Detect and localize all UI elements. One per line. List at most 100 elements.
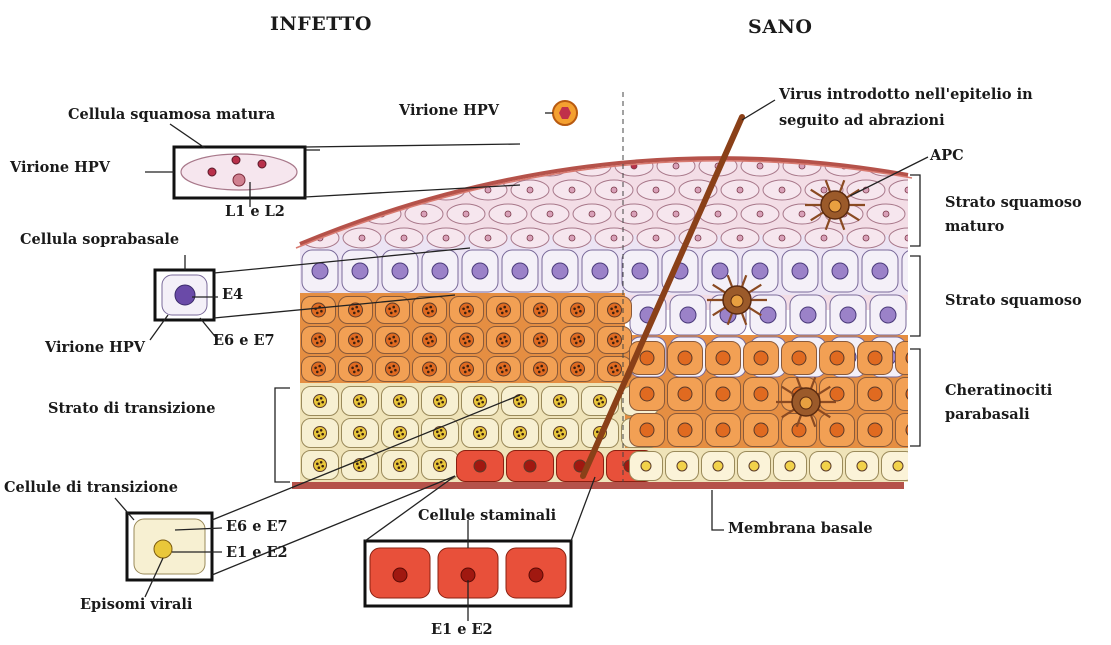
squamous-nucleus (569, 139, 575, 145)
inset-transition-nucleus (154, 540, 172, 558)
infected-parabasal-episome (542, 310, 545, 313)
infected-parabasal-episome (464, 312, 467, 315)
squamous-nucleus (653, 187, 659, 193)
leader-virus-abrasion (742, 100, 775, 120)
healthy-squamous-nucleus (920, 307, 936, 323)
squamous-nucleus (757, 163, 763, 169)
infected-parabasal-episome (616, 340, 619, 343)
squamous-nucleus (779, 235, 785, 241)
infected-parabasal-episome (314, 337, 317, 340)
infected-parabasal-episome (388, 307, 391, 310)
transition-episome (560, 429, 563, 432)
inset-suprabasal-nucleus (175, 285, 195, 305)
transition-episome (316, 399, 319, 402)
transition-episome (361, 433, 364, 436)
transition-episome (476, 431, 479, 434)
transition-nucleus (554, 395, 567, 408)
healthy-parabasal-nucleus (906, 387, 920, 401)
transition-nucleus (394, 427, 407, 440)
label-virus-abrasion-1: Virus introdotto nell'epitelio in (779, 87, 1033, 104)
squamous-nucleus (527, 235, 533, 241)
transition-episome (400, 429, 403, 432)
suprabasal-nucleus (552, 263, 568, 279)
healthy-squamous-nucleus (760, 307, 776, 323)
suprabasal-nucleus (632, 263, 648, 279)
transition-episome (358, 434, 361, 437)
transition-episome (401, 401, 404, 404)
infected-parabasal-episome (394, 340, 397, 343)
transition-episome (600, 397, 603, 400)
squamous-cell (553, 132, 591, 152)
infected-parabasal-episome (351, 337, 354, 340)
healthy-parabasal-nucleus (830, 351, 844, 365)
leader-basal-membrane (712, 490, 724, 530)
infected-parabasal-episome (464, 342, 467, 345)
transition-nucleus (474, 427, 487, 440)
infected-parabasal-episome (314, 366, 317, 369)
stem-nucleus (524, 460, 536, 472)
infected-parabasal-episome (503, 365, 506, 368)
transition-episome (401, 433, 404, 436)
healthy-squamous-nucleus (840, 307, 856, 323)
infected-parabasal-nucleus (349, 362, 363, 376)
healthy-basal-nucleus (857, 461, 867, 471)
healthy-parabasal-nucleus (640, 423, 654, 437)
infected-parabasal-episome (612, 371, 615, 374)
transition-episome (321, 401, 324, 404)
squamous-nucleus (485, 235, 491, 241)
transition-episome (478, 402, 481, 405)
transition-nucleus (314, 459, 327, 472)
healthy-parabasal-nucleus (754, 387, 768, 401)
infected-parabasal-nucleus (349, 333, 363, 347)
bracket-parabasal (910, 349, 920, 446)
squamous-nucleus (421, 211, 427, 217)
transition-episome (361, 465, 364, 468)
healthy-parabasal-nucleus (792, 351, 806, 365)
infected-parabasal-episome (392, 306, 395, 309)
transition-episome (396, 399, 399, 402)
transition-episome (520, 429, 523, 432)
squamous-nucleus (401, 139, 407, 145)
transition-episome (398, 402, 401, 405)
infected-parabasal-episome (355, 336, 358, 339)
infected-parabasal-episome (462, 366, 465, 369)
healthy-basal-nucleus (749, 461, 759, 471)
transition-episome (516, 431, 519, 434)
infected-parabasal-episome (536, 307, 539, 310)
infected-parabasal-episome (353, 371, 356, 374)
infected-parabasal-nucleus (423, 362, 437, 376)
apc-nucleus (731, 295, 743, 307)
squamous-nucleus (925, 211, 931, 217)
basal-membrane (292, 482, 904, 489)
label-virion-bottom: Virione HPV (45, 340, 145, 357)
healthy-basal-nucleus (641, 461, 651, 471)
infected-parabasal-episome (538, 342, 541, 345)
infected-parabasal-episome (614, 336, 617, 339)
squamous-nucleus (527, 139, 533, 145)
infected-parabasal-nucleus (497, 303, 511, 317)
squamous-nucleus (505, 211, 511, 217)
healthy-basal-nucleus (677, 461, 687, 471)
squamous-nucleus (905, 187, 911, 193)
infected-parabasal-nucleus (571, 362, 585, 376)
healthy-basal-nucleus (821, 461, 831, 471)
squamous-cell (301, 132, 339, 152)
inset-virion (232, 156, 240, 164)
squamous-nucleus (673, 163, 679, 169)
infected-parabasal-episome (575, 342, 578, 345)
infected-parabasal-episome (427, 371, 430, 374)
infected-parabasal-nucleus (608, 362, 622, 376)
infected-parabasal-nucleus (312, 362, 326, 376)
infected-parabasal-episome (468, 310, 471, 313)
transition-nucleus (434, 459, 447, 472)
squamous-nucleus (379, 163, 385, 169)
transition-episome (596, 399, 599, 402)
healthy-parabasal-nucleus (678, 351, 692, 365)
healthy-parabasal-nucleus (716, 351, 730, 365)
infected-parabasal-episome (505, 369, 508, 372)
squamous-nucleus (547, 163, 553, 169)
infected-parabasal-episome (466, 365, 469, 368)
transition-episome (320, 429, 323, 432)
infected-parabasal-episome (320, 310, 323, 313)
transition-episome (358, 466, 361, 469)
